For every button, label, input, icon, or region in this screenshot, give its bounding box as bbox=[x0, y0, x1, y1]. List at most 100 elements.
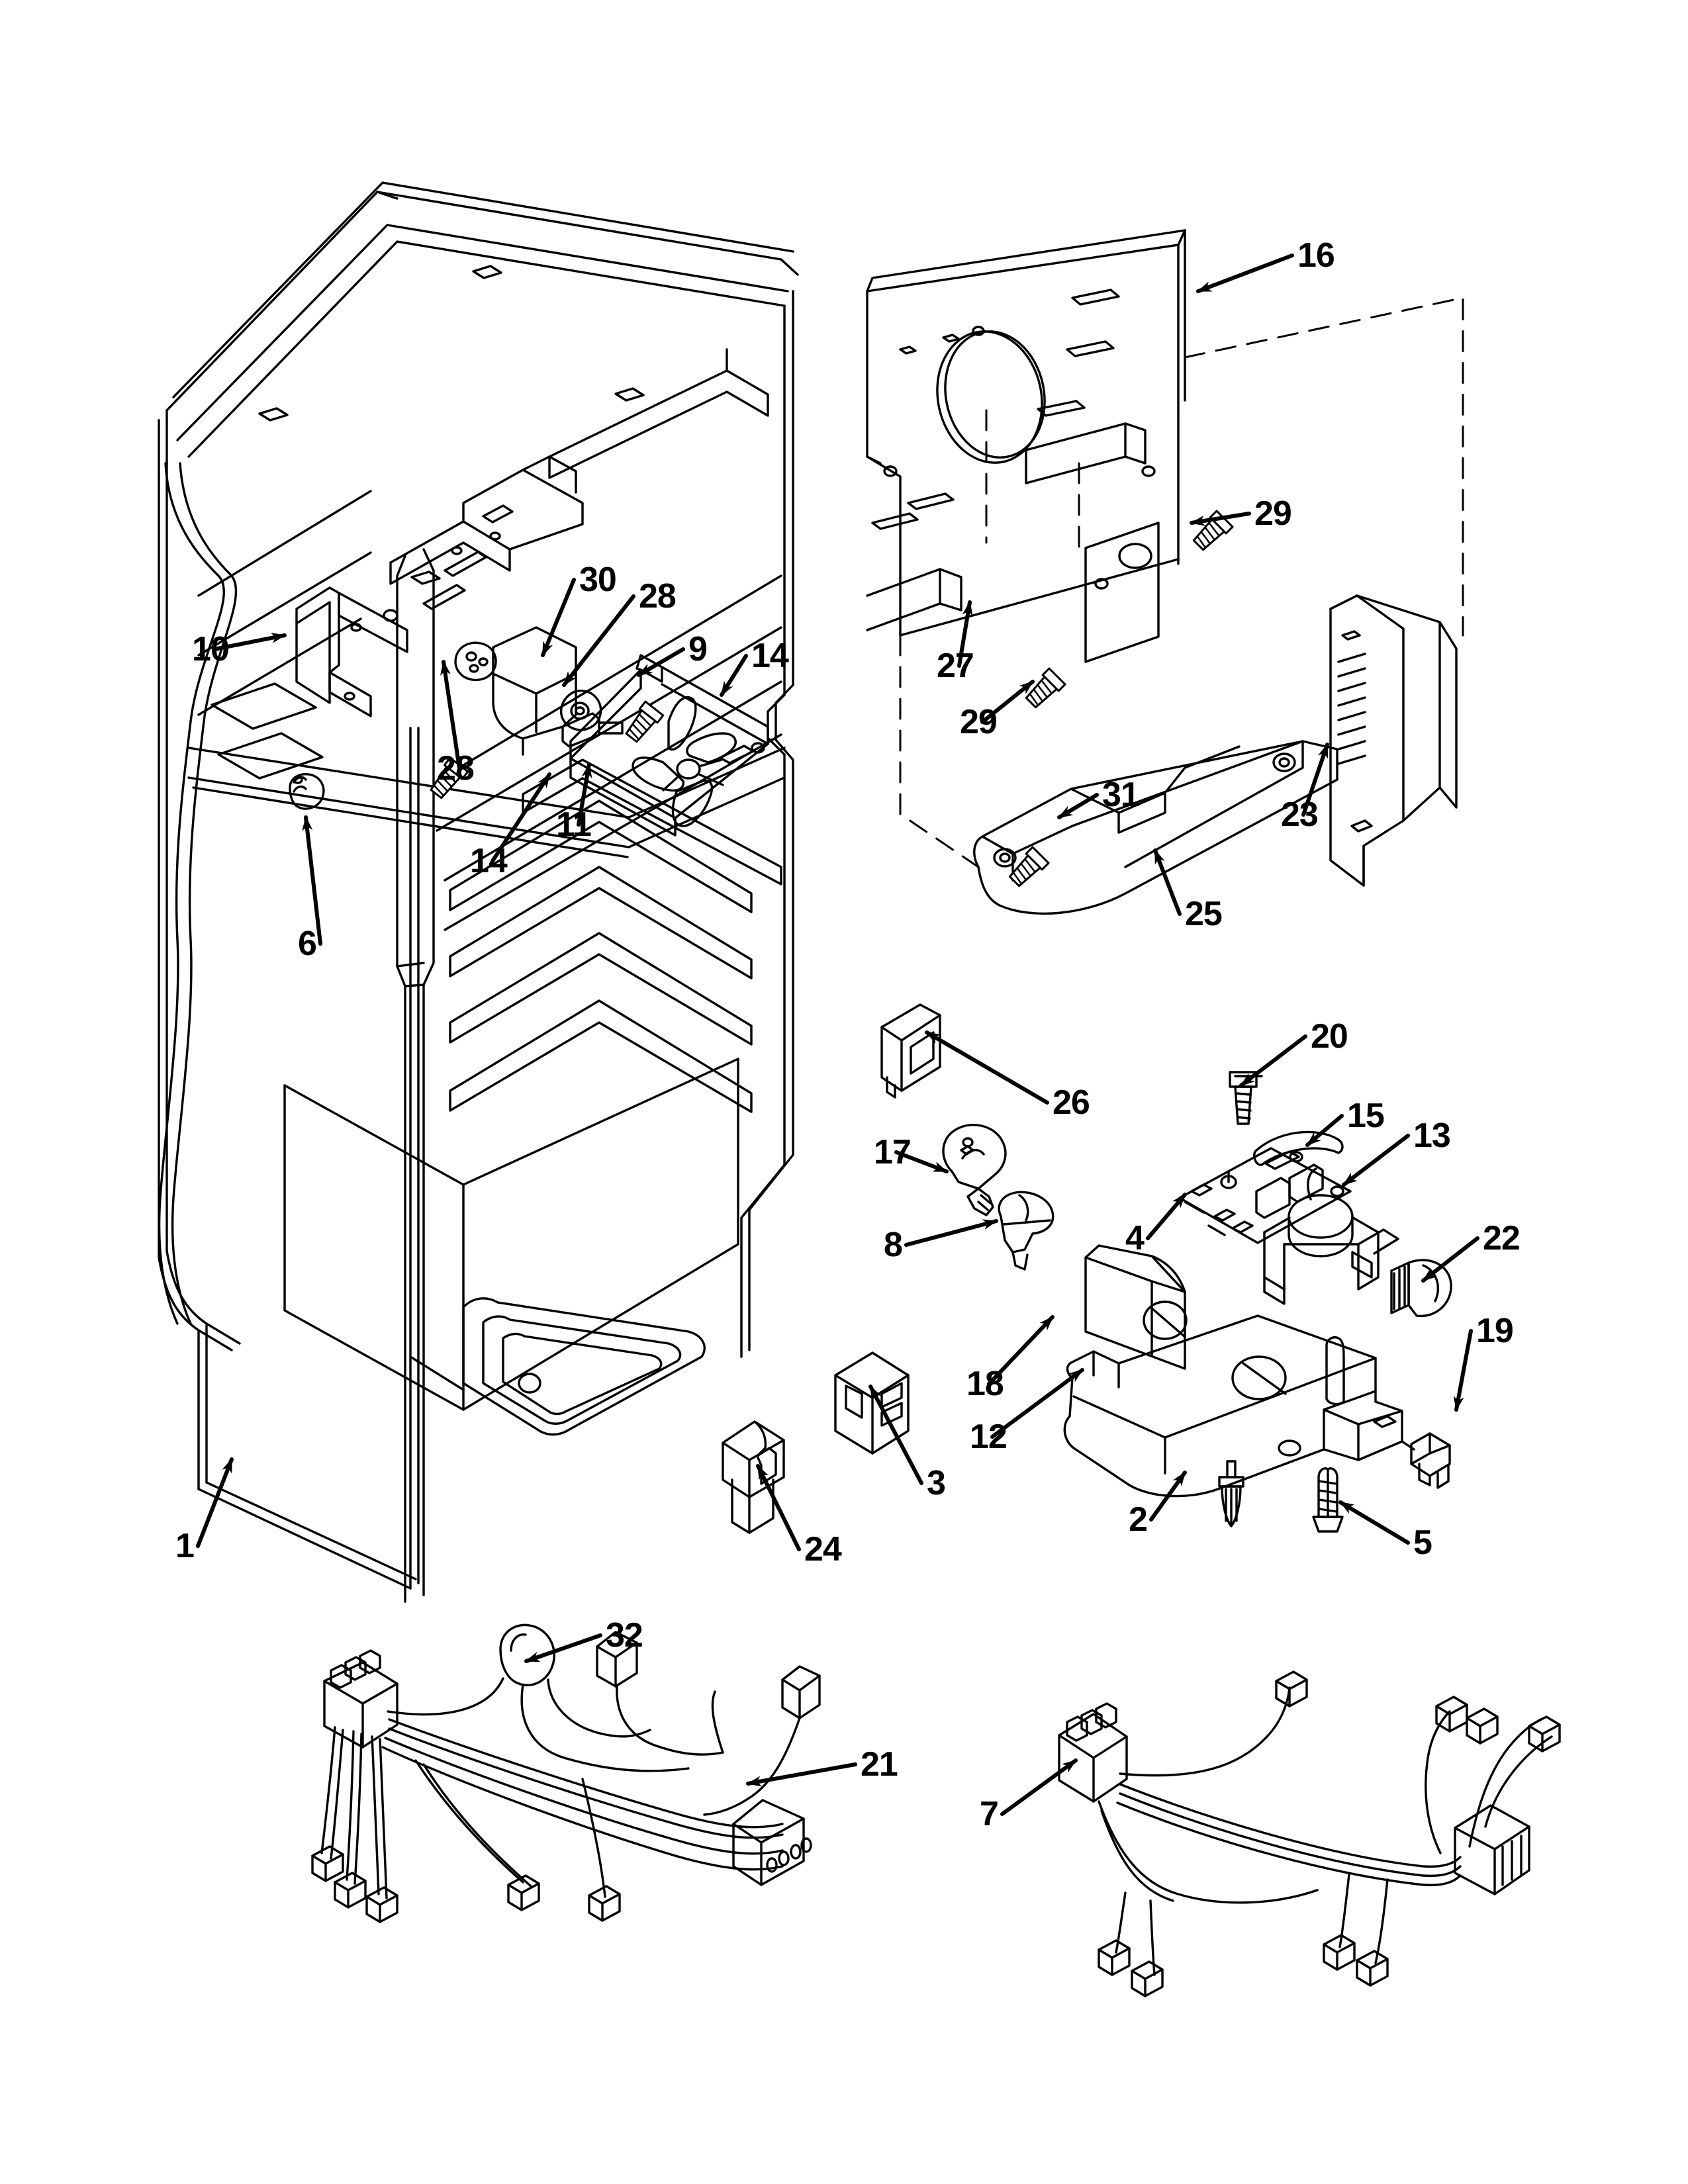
callout-6: 6 bbox=[298, 925, 317, 963]
callout-3: 3 bbox=[927, 1464, 946, 1502]
part-15-clip-strap bbox=[1253, 1130, 1344, 1166]
leader-29 bbox=[980, 680, 1035, 724]
leader-3 bbox=[868, 1385, 923, 1485]
part-9-fan-bracket bbox=[522, 654, 782, 886]
callout-23: 23 bbox=[1281, 796, 1319, 834]
part-8-light-socket bbox=[998, 1191, 1055, 1271]
spade-terminal bbox=[311, 1845, 344, 1882]
part-30-damper-motor bbox=[454, 626, 624, 756]
callout-26: 26 bbox=[1053, 1083, 1090, 1122]
leader-13 bbox=[1342, 1134, 1410, 1187]
part-5-screw bbox=[1312, 1467, 1344, 1533]
part-29-screws bbox=[1021, 510, 1234, 712]
spade-terminal bbox=[1528, 1715, 1561, 1752]
leader-7 bbox=[1000, 1758, 1078, 1816]
callout-12: 12 bbox=[970, 1418, 1008, 1456]
spade-terminal bbox=[1435, 1696, 1468, 1733]
callout-25: 25 bbox=[1185, 895, 1223, 933]
part-4-control-board bbox=[1178, 1147, 1352, 1244]
callout-13: 13 bbox=[1413, 1116, 1451, 1155]
callout-4: 4 bbox=[1125, 1219, 1145, 1257]
callout-15: 15 bbox=[1347, 1097, 1385, 1135]
callout-27: 27 bbox=[937, 647, 974, 685]
callout-7: 7 bbox=[980, 1795, 999, 1833]
leader-31 bbox=[1057, 793, 1099, 819]
callout-10: 10 bbox=[192, 630, 230, 668]
part-6-plug-button bbox=[289, 773, 325, 810]
part-26-terminal-cover bbox=[880, 1003, 941, 1099]
leader-23 bbox=[1301, 743, 1329, 817]
spade-terminal bbox=[334, 1872, 367, 1909]
leader-14 bbox=[491, 772, 551, 863]
leader-18 bbox=[987, 1315, 1055, 1386]
leader-8 bbox=[904, 1219, 998, 1247]
callout-14: 14 bbox=[470, 842, 508, 880]
spade-terminal bbox=[1275, 1670, 1308, 1707]
leader-6 bbox=[302, 815, 322, 946]
upper-rail-assembly bbox=[383, 348, 769, 622]
part-7-wiring-harness bbox=[1058, 1670, 1561, 1997]
callout-leader-lines bbox=[196, 253, 1479, 1816]
leader-11 bbox=[577, 762, 592, 827]
leader-19 bbox=[1453, 1329, 1473, 1412]
part-18-control-housing bbox=[1084, 1244, 1188, 1370]
callout-29: 29 bbox=[960, 703, 998, 741]
spade-terminal bbox=[1131, 1960, 1164, 1997]
part-21-wiring-harness bbox=[311, 1623, 821, 1923]
part-2-drain-plug bbox=[1218, 1460, 1244, 1527]
callout-21: 21 bbox=[861, 1745, 898, 1784]
callout-2: 2 bbox=[1129, 1500, 1148, 1539]
part-13-defrost-thermostat bbox=[1263, 1167, 1399, 1305]
part-25-air-baffle bbox=[973, 740, 1338, 915]
callout-9: 9 bbox=[688, 630, 708, 668]
callout-20: 20 bbox=[1311, 1017, 1348, 1056]
leader-10 bbox=[212, 633, 287, 651]
callout-22: 22 bbox=[1483, 1219, 1521, 1257]
part-24-connector-housing bbox=[722, 1420, 785, 1534]
part-12-drain-pan bbox=[1063, 1314, 1403, 1498]
part-32-grommet bbox=[499, 1623, 555, 1686]
part-11-fan-blade bbox=[632, 696, 737, 827]
part-22-knob bbox=[1390, 1259, 1452, 1318]
spade-terminal bbox=[1356, 1950, 1389, 1987]
leader-16 bbox=[1196, 253, 1294, 293]
leader-5 bbox=[1338, 1500, 1410, 1545]
leader-32 bbox=[524, 1633, 602, 1663]
spade-terminal bbox=[1098, 1939, 1131, 1976]
callout-32: 32 bbox=[606, 1616, 643, 1655]
spade-terminal bbox=[1323, 1934, 1356, 1971]
leader-4 bbox=[1146, 1193, 1187, 1240]
leader-1 bbox=[196, 1457, 234, 1548]
leader-24 bbox=[756, 1464, 801, 1551]
callout-28: 28 bbox=[639, 577, 677, 615]
part-16-rear-panel bbox=[866, 229, 1186, 637]
callout-24: 24 bbox=[804, 1530, 842, 1569]
part-17-light-bulb bbox=[942, 1124, 1007, 1216]
callout-18: 18 bbox=[966, 1365, 1004, 1403]
part-10-bracket bbox=[295, 586, 408, 717]
callout-19: 19 bbox=[1476, 1312, 1514, 1350]
leader-22 bbox=[1421, 1236, 1479, 1283]
spade-terminal bbox=[507, 1874, 540, 1911]
callout-28: 28 bbox=[437, 749, 475, 788]
callout-5: 5 bbox=[1413, 1524, 1432, 1562]
leader-30 bbox=[541, 578, 576, 657]
callout-11: 11 bbox=[556, 805, 592, 844]
leader-25 bbox=[1153, 848, 1182, 916]
leader-21 bbox=[746, 1762, 857, 1787]
cabinet-liner-art bbox=[158, 181, 799, 1603]
part-27-cover-plate bbox=[1084, 522, 1160, 663]
leader-2 bbox=[1149, 1471, 1187, 1522]
callout-17: 17 bbox=[874, 1133, 912, 1171]
leader-28 bbox=[440, 660, 461, 770]
leader-20 bbox=[1239, 1034, 1307, 1087]
part-19-wire-clip bbox=[1401, 1432, 1451, 1489]
part-20-screw bbox=[1229, 1071, 1263, 1125]
leader-26 bbox=[925, 1030, 1049, 1105]
leader-27 bbox=[957, 600, 973, 668]
leader-14 bbox=[720, 654, 748, 697]
leader-9 bbox=[637, 647, 685, 677]
callout-31: 31 bbox=[1102, 776, 1140, 814]
